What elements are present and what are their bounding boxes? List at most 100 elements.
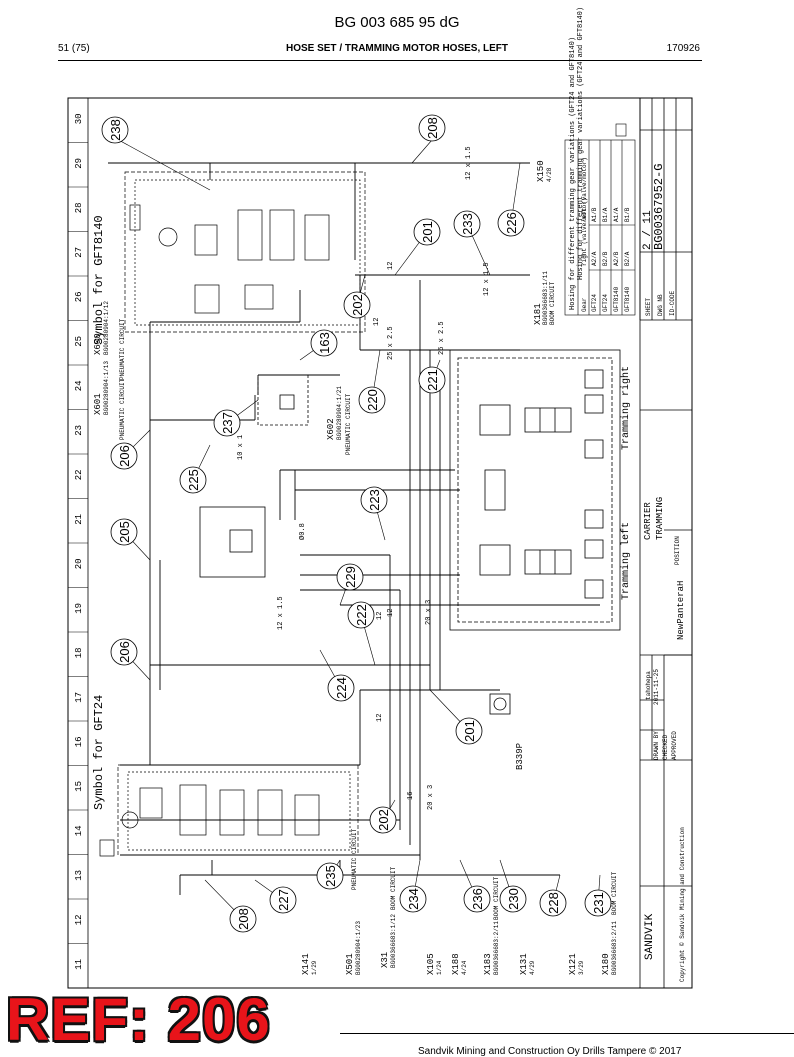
label-hose_labels-h2: 12 <box>387 262 395 270</box>
label-table-sheet_label: SHEET <box>645 298 652 316</box>
callout-number: 225 <box>186 469 201 491</box>
label-title_block-drawn: DRAWN BY <box>653 731 660 760</box>
callout-c208a: 208 <box>418 114 446 142</box>
label-table-sheet: 2 / 11 <box>642 210 654 250</box>
label-connectors-x121: X121 <box>568 953 578 975</box>
label-connectors-pneu: PNEUMATIC CIRCUIT <box>351 828 358 890</box>
grid-number: 20 <box>74 558 84 569</box>
callout-circle <box>358 386 386 414</box>
grid-number: 18 <box>74 647 84 658</box>
header-rule <box>58 60 702 61</box>
callout-circle <box>418 114 446 142</box>
tramming-left-label: Tramming left <box>620 522 632 600</box>
callout-number: 224 <box>334 677 349 699</box>
callout-circle <box>213 409 241 437</box>
grid-number: 15 <box>74 781 84 792</box>
label-connectors-x180: X180 <box>601 953 611 975</box>
label-connectors-x600s: BG00280904:1/12 <box>103 301 110 355</box>
callout-number: 222 <box>354 604 369 626</box>
grid-number: 24 <box>74 380 84 391</box>
callout-number: 228 <box>546 892 561 914</box>
gft8140-motor-symbol <box>124 171 366 333</box>
label-hose_labels-h13: 16 <box>407 792 415 800</box>
callout-circle <box>413 218 441 246</box>
callout-c227: 227 <box>269 886 297 914</box>
footer-rule <box>340 1033 794 1034</box>
callout-number: 237 <box>220 412 235 434</box>
callout-number: 202 <box>350 294 365 316</box>
label-connectors-x121s: 3/29 <box>578 960 585 975</box>
table-cell: A1/B <box>591 207 598 222</box>
valve-blocks <box>199 349 621 631</box>
grid-number: 11 <box>74 959 84 970</box>
grid-number: 23 <box>74 425 84 436</box>
callout-c202b: 202 <box>369 806 397 834</box>
callout-circle <box>347 601 375 629</box>
callout-circle <box>110 638 138 666</box>
label-connectors-boom: BOOM CIRCUIT <box>390 866 397 910</box>
callout-number: 163 <box>317 332 332 354</box>
table-cell: B1/A <box>602 207 609 222</box>
label-connectors-x131: X131 <box>519 953 529 975</box>
label-hose_labels-h12: 20 x 3 <box>425 600 433 625</box>
callout-c208b: 208 <box>229 905 257 933</box>
callout-circle <box>343 291 371 319</box>
callout-number: 238 <box>108 119 123 141</box>
label-connectors-x602: X602 <box>326 418 336 440</box>
callout-circle <box>399 885 427 913</box>
callout-c205: 205 <box>110 518 138 546</box>
label-hose_labels-h6: 25 x 2.5 <box>438 321 446 355</box>
callout-c236: 236 <box>463 885 491 913</box>
table-cell: B2/B <box>602 251 609 266</box>
callout-circle <box>539 889 567 917</box>
label-connectors-x181s: BG00366683:1/11 <box>542 271 549 325</box>
label-connectors-x105: X105 <box>426 953 436 975</box>
grid-number: 30 <box>74 113 84 124</box>
label-connectors-x141s: 1/29 <box>311 960 318 975</box>
callout-circle <box>453 210 481 238</box>
tramming-right-label: Tramming right <box>620 366 632 450</box>
callout-number: 220 <box>365 389 380 411</box>
callout-circle <box>101 116 129 144</box>
label-connectors-x183s: BG00366683:2/11 <box>493 921 500 975</box>
callout-c237: 237 <box>213 409 241 437</box>
label-hose_labels-h9: 12 <box>376 612 384 620</box>
label-title_block-product: NewPanteraH <box>676 581 686 640</box>
callout-circle <box>110 518 138 546</box>
grid-number: 13 <box>74 870 84 881</box>
callout-number: 201 <box>462 720 477 742</box>
callout-c225: 225 <box>179 466 207 494</box>
label-connectors-boom: BOOM CIRCUIT <box>493 876 500 920</box>
label-connectors-x183: X183 <box>483 953 493 975</box>
title-block <box>639 98 692 988</box>
callout-c234: 234 <box>399 885 427 913</box>
callout-number: 231 <box>591 892 606 914</box>
page-number: 51 (75) <box>58 43 90 54</box>
label-hose_labels-h7: 10 x 1 <box>237 435 245 460</box>
label-title_block-title1: CARRIER <box>643 502 653 540</box>
callout-circle <box>316 862 344 890</box>
label-connectors-x188: X188 <box>451 953 461 975</box>
callout-number: 227 <box>276 889 291 911</box>
hosing-table <box>564 123 636 316</box>
table-header: Gear <box>581 297 588 312</box>
hose-lines <box>108 162 600 895</box>
grid-number: 19 <box>74 603 84 614</box>
label-title_block-copyright: Copyright © Sandvik Mining and Construct… <box>679 827 686 982</box>
table-cell: B1/B <box>624 207 631 222</box>
callout-circle <box>110 442 138 470</box>
grid-number: 14 <box>74 825 84 836</box>
label-hose_labels-h3: 12 x 1.5 <box>483 262 491 296</box>
label-connectors-x105s: 1/24 <box>436 960 443 975</box>
table-cell: GFT8140 <box>624 286 631 312</box>
callout-number: 208 <box>425 117 440 139</box>
label-connectors-x188s: 4/24 <box>461 960 468 975</box>
callout-c238: 238 <box>101 116 129 144</box>
callout-number: 235 <box>323 865 338 887</box>
callout-number: 236 <box>470 888 485 910</box>
callout-c202a: 202 <box>343 291 371 319</box>
callout-number: 206 <box>117 445 132 467</box>
grid-number: 21 <box>74 514 84 525</box>
symbol-gft8140-label: Symbol for GFT8140 <box>92 215 106 345</box>
